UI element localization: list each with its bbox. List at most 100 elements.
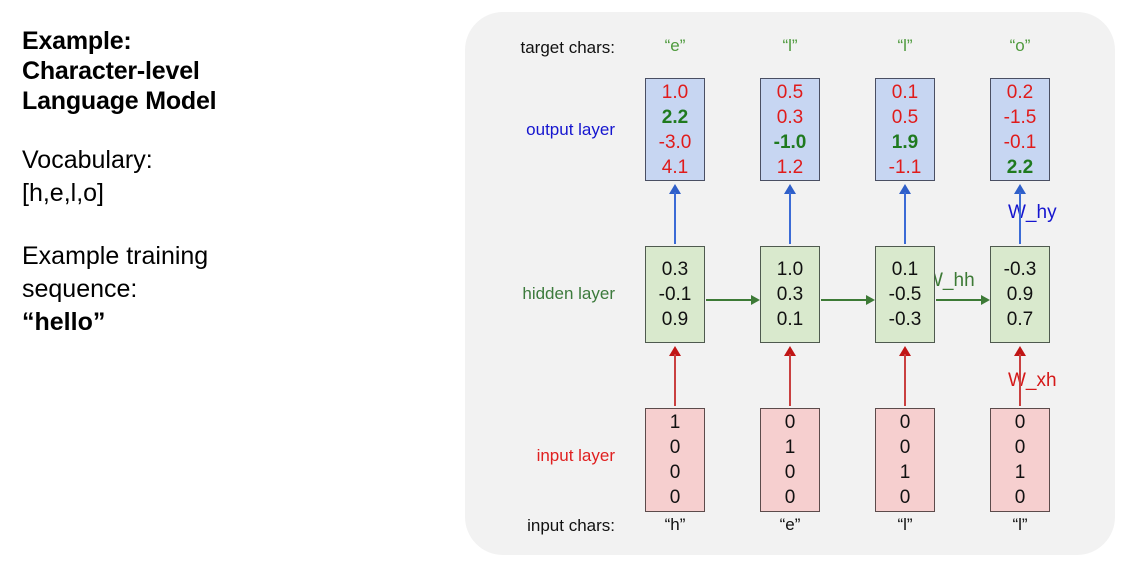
output-value: 1.0: [661, 81, 689, 103]
title-line-2: Character-level: [22, 57, 200, 85]
input-value: 0: [784, 487, 796, 508]
input-value: 1: [1014, 462, 1026, 483]
hidden-value: 0.3: [661, 259, 689, 280]
arrow-input-to-hidden-3: [899, 346, 911, 406]
arrow-shaft: [821, 299, 867, 301]
output-value: 0.2: [1006, 81, 1034, 103]
hidden-value: -0.1: [658, 284, 692, 305]
target-char-2: “l”: [782, 36, 798, 55]
hidden-vector-2: 1.0 0.3 0.1: [760, 246, 820, 343]
arrow-shaft: [936, 299, 982, 301]
target-char-4: “o”: [1009, 36, 1031, 55]
arrow-shaft: [789, 354, 791, 406]
hidden-vector-1: 0.3 -0.1 0.9: [645, 246, 705, 343]
row-label-input-layer: input layer: [536, 446, 615, 465]
input-value: 0: [899, 437, 911, 458]
hidden-value: 0.1: [891, 259, 919, 280]
row-label-input-chars: input chars:: [527, 516, 615, 535]
hidden-value: -0.5: [888, 284, 922, 305]
arrow-shaft: [674, 354, 676, 406]
input-value: 1: [899, 462, 911, 483]
hidden-value: 0.7: [1006, 309, 1034, 330]
input-value: 0: [669, 462, 681, 483]
output-vector-4: 0.2 -1.5 -0.1 2.2: [990, 78, 1050, 181]
arrow-shaft: [1019, 192, 1021, 244]
arrowhead-icon: [751, 295, 760, 305]
hidden-value: 0.1: [776, 309, 804, 330]
vocabulary-label: Vocabulary:: [22, 146, 153, 174]
input-char-4: “l”: [1012, 515, 1028, 534]
description-panel: Example: Character-level Language Model …: [22, 26, 442, 339]
arrow-hidden-to-output-3: [899, 184, 911, 244]
output-value: -1.0: [773, 131, 807, 153]
row-label-hidden-layer: hidden layer: [522, 284, 615, 303]
arrowhead-icon: [981, 295, 990, 305]
input-value: 1: [669, 412, 681, 433]
output-value: 0.5: [776, 81, 804, 103]
hidden-value: 0.9: [1006, 284, 1034, 305]
output-value: -1.5: [1003, 106, 1037, 128]
output-value: 1.9: [891, 131, 919, 153]
output-vector-2: 0.5 0.3 -1.0 1.2: [760, 78, 820, 181]
hidden-value: 0.9: [661, 309, 689, 330]
output-value: 2.2: [1006, 156, 1034, 178]
row-label-output-layer: output layer: [526, 120, 615, 139]
output-value: 4.1: [661, 156, 689, 178]
vocabulary-value: [h,e,l,o]: [22, 179, 104, 207]
input-value: 0: [1014, 412, 1026, 433]
hidden-value: 1.0: [776, 259, 804, 280]
input-value: 0: [1014, 437, 1026, 458]
output-value: 1.2: [776, 156, 804, 178]
sequence-label-line-2: sequence:: [22, 275, 138, 303]
spacer-2: [22, 210, 442, 240]
arrow-input-to-hidden-4: [1014, 346, 1026, 406]
arrow-shaft: [706, 299, 752, 301]
output-value: 0.3: [776, 106, 804, 128]
arrow-shaft: [674, 192, 676, 244]
arrow-shaft: [904, 192, 906, 244]
input-char-2: “e”: [779, 515, 801, 534]
input-value: 0: [784, 412, 796, 433]
hidden-value: -0.3: [888, 309, 922, 330]
arrow-shaft: [789, 192, 791, 244]
output-value: 2.2: [661, 106, 689, 128]
arrowhead-icon: [1014, 346, 1026, 356]
hidden-vector-3: 0.1 -0.5 -0.3: [875, 246, 935, 343]
title-line-1: Example:: [22, 27, 132, 55]
arrowhead-icon: [784, 184, 796, 194]
input-char-3: “l”: [897, 515, 913, 534]
arrow-shaft: [904, 354, 906, 406]
target-char-1: “e”: [664, 36, 686, 55]
output-value: 0.5: [891, 106, 919, 128]
input-value: 1: [784, 437, 796, 458]
arrow-shaft: [1019, 354, 1021, 406]
arrow-hidden-to-output-2: [784, 184, 796, 244]
arrow-input-to-hidden-2: [784, 346, 796, 406]
output-value: -0.1: [1003, 131, 1037, 153]
input-value: 0: [899, 487, 911, 508]
rnn-diagram-panel: target chars: output layer hidden layer …: [465, 12, 1115, 555]
spacer-1: [22, 116, 442, 144]
arrow-input-to-hidden-1: [669, 346, 681, 406]
row-label-target-chars: target chars:: [520, 38, 616, 57]
arrowhead-icon: [669, 346, 681, 356]
input-vector-2: 0 1 0 0: [760, 408, 820, 512]
input-value: 0: [1014, 487, 1026, 508]
input-vector-4: 0 0 1 0: [990, 408, 1050, 512]
input-value: 0: [784, 462, 796, 483]
arrow-recurrent-2: [821, 295, 875, 306]
weight-label-w-hh: W_hh: [925, 270, 975, 291]
hidden-value: 0.3: [776, 284, 804, 305]
arrow-recurrent-1: [706, 295, 760, 306]
input-value: 0: [669, 437, 681, 458]
arrow-hidden-to-output-4: [1014, 184, 1026, 244]
output-value: 0.1: [891, 81, 919, 103]
arrow-recurrent-3: [936, 295, 990, 306]
arrow-hidden-to-output-1: [669, 184, 681, 244]
arrowhead-icon: [899, 184, 911, 194]
input-char-1: “h”: [664, 515, 686, 534]
